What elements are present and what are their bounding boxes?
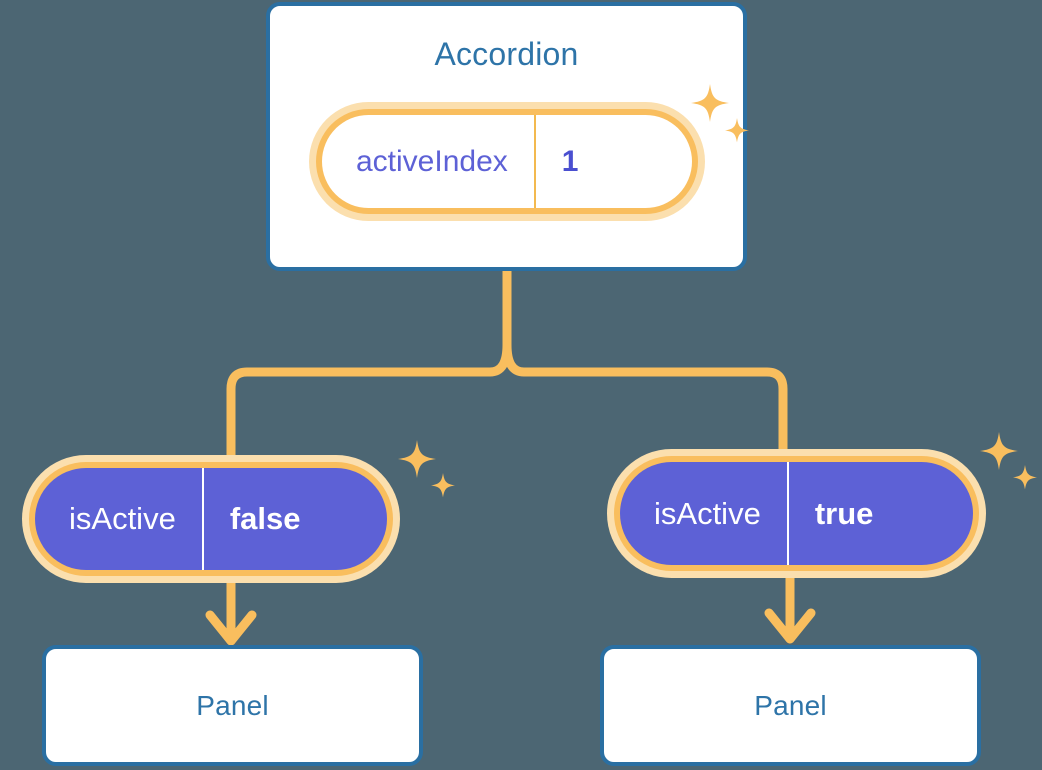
state-pill-key: activeIndex xyxy=(322,115,536,208)
state-pill-body: isActive true xyxy=(620,462,973,565)
connector-branch-right xyxy=(502,340,788,467)
state-pill-active-index[interactable]: activeIndex 1 xyxy=(309,102,705,221)
arrow-head-left-icon xyxy=(205,610,257,646)
state-pill-body: isActive false xyxy=(35,468,387,570)
panel-card-left[interactable]: Panel xyxy=(42,645,423,766)
state-pill-key: isActive xyxy=(620,462,789,565)
state-pill-body: activeIndex 1 xyxy=(322,115,692,208)
panel-title-left: Panel xyxy=(196,689,269,721)
state-pill-is-active-right[interactable]: isActive true xyxy=(607,449,986,578)
panel-title-right: Panel xyxy=(754,689,827,721)
state-pill-value: 1 xyxy=(561,144,579,178)
state-pill-value: true xyxy=(814,495,874,531)
state-pill-ring: isActive false xyxy=(29,462,393,576)
sparkle-icon-right-pill xyxy=(980,432,1037,490)
sparkle-icon-left-pill xyxy=(398,440,455,498)
accordion-title: Accordion xyxy=(434,36,579,72)
connector-branch-left xyxy=(226,340,512,467)
state-pill-is-active-left[interactable]: isActive false xyxy=(22,455,400,583)
arrow-head-right-icon xyxy=(764,608,816,644)
panel-card-right[interactable]: Panel xyxy=(600,645,981,766)
state-pill-ring: activeIndex 1 xyxy=(316,109,698,214)
state-pill-ring: isActive true xyxy=(614,456,979,571)
state-pill-value: false xyxy=(229,501,301,536)
state-pill-key: isActive xyxy=(35,468,204,570)
